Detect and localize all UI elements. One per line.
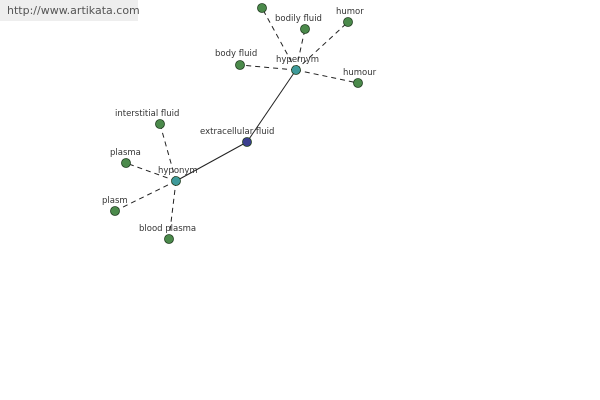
url-banner: http://www.artikata.com [0,0,140,21]
edge-hypernym [246,69,297,143]
leaf-node[interactable] [257,3,267,13]
hub-node-hyponym[interactable] [171,176,181,186]
leaf-label: body fluid [215,49,257,59]
edge-hyponym-leaf [168,180,177,240]
leaf-label: humour [343,68,377,78]
leaf-node[interactable] [343,17,353,27]
hub-label-hyponym: hyponym [158,166,198,176]
edge-hyponym [175,141,248,182]
hub-label-hypernym: hypernym [276,55,319,65]
leaf-node[interactable] [155,119,165,129]
leaf-label: bodily fluid [275,14,322,24]
leaf-label: humor [336,7,364,17]
leaf-label: blood plasma [139,224,196,234]
leaf-node[interactable] [300,24,310,34]
edge-hypernym-leaf [295,28,306,71]
center-label: extracellular fluid [200,127,274,137]
edge-hypernym-leaf [295,21,349,71]
center-node[interactable] [242,137,252,147]
edge-hypernym-leaf [295,69,359,84]
leaf-label: interstitial fluid [115,109,179,119]
leaf-node[interactable] [164,234,174,244]
edge-hyponym-leaf [114,180,177,212]
edge-hypernym-leaf [261,7,297,71]
leaf-label: plasma [110,148,141,158]
leaf-node[interactable] [110,206,120,216]
source-url[interactable]: http://www.artikata.com [7,4,140,17]
edge-hyponym-leaf [159,123,177,182]
leaf-label: plasm [102,196,128,206]
leaf-node[interactable] [235,60,245,70]
hub-node-hypernym[interactable] [291,65,301,75]
edge-hypernym-leaf [239,64,297,71]
leaf-node[interactable] [353,78,363,88]
leaf-node[interactable] [121,158,131,168]
